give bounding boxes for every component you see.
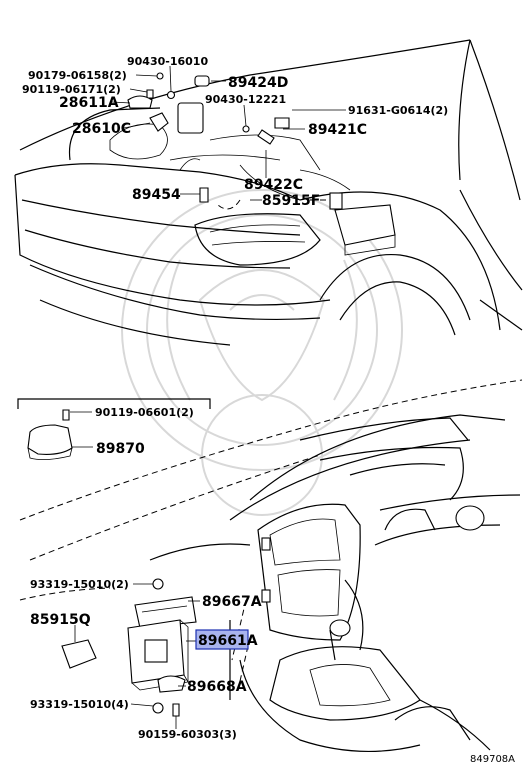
label-89424D: 89424D (228, 75, 288, 91)
label-89422C: 89422C (244, 177, 303, 193)
interior-illustration (19, 379, 523, 753)
sensor-cap-icon (127, 95, 153, 109)
watermark-emblem (121, 189, 403, 516)
bolt-icon (62, 409, 70, 421)
washer-icon (152, 702, 164, 714)
label-93319-15010-2: 93319-15010(2) (30, 578, 129, 591)
bolt-icon (156, 72, 164, 80)
washer-icon (152, 578, 164, 590)
highlighted-part-89661A[interactable]: 89661A (195, 629, 258, 650)
sensor-icon (274, 117, 290, 129)
top-leader-lines (111, 65, 346, 210)
label-91631-G0614: 91631-G0614(2) (348, 104, 448, 117)
label-28611A: 28611A (59, 95, 119, 111)
solenoid-icon (149, 112, 169, 132)
label-89870: 89870 (96, 441, 145, 457)
label-90119-06601: 90119-06601(2) (95, 406, 194, 419)
ecu-clip-icon (157, 675, 186, 693)
label-93319-15010-4: 93319-15010(4) (30, 698, 129, 711)
label-90159-60303: 90159-60303(3) (138, 728, 237, 741)
nut-icon (166, 90, 176, 100)
bolt-icon (146, 89, 154, 99)
sensor-icon (257, 129, 275, 145)
label-28610C: 28610C (72, 121, 131, 137)
label-90179-06158: 90179-06158(2) (28, 69, 127, 82)
ecu-assembly (61, 578, 197, 717)
engine-bay-parts (127, 72, 290, 203)
highlight-box (195, 629, 249, 650)
connector-icon (194, 75, 210, 87)
label-89421C: 89421C (308, 122, 367, 138)
relay-icon (61, 639, 97, 669)
label-89661A[interactable]: 89661A (198, 633, 258, 649)
label-89454: 89454 (132, 187, 181, 203)
label-90430-16010: 90430-16010 (127, 55, 208, 68)
label-89667A: 89667A (202, 594, 262, 610)
bolt-icon (172, 703, 180, 717)
drawing-code: 849708A (470, 754, 515, 765)
nut-icon (242, 125, 250, 133)
label-85915Q: 85915Q (30, 612, 91, 628)
label-85915F: 85915F (262, 193, 320, 209)
sensor-icon (199, 187, 209, 203)
label-90430-12221: 90430-12221 (205, 93, 286, 106)
ecu-connector-icon (144, 639, 168, 663)
label-89668A: 89668A (187, 679, 247, 695)
label-90119-06171: 90119-06171(2) (22, 83, 121, 96)
engine-bay-illustration (14, 39, 523, 346)
separate-part-bracket (17, 398, 211, 460)
